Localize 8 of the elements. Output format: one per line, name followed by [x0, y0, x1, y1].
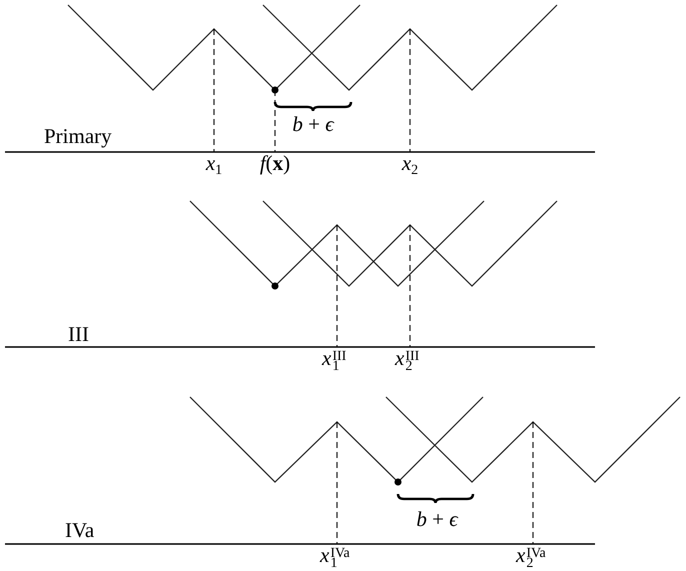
axis-label: f(x)	[260, 153, 290, 174]
axis-label: x$_{2}$	[402, 153, 418, 174]
panel-title: III	[68, 324, 89, 345]
panel-title: IVa	[65, 520, 94, 541]
brace-label: b + ϵ	[416, 509, 458, 530]
brace-label: b + ϵ	[292, 114, 334, 135]
axis-label: x$_{1}$	[206, 153, 222, 174]
panel-title: Primary	[44, 126, 112, 147]
